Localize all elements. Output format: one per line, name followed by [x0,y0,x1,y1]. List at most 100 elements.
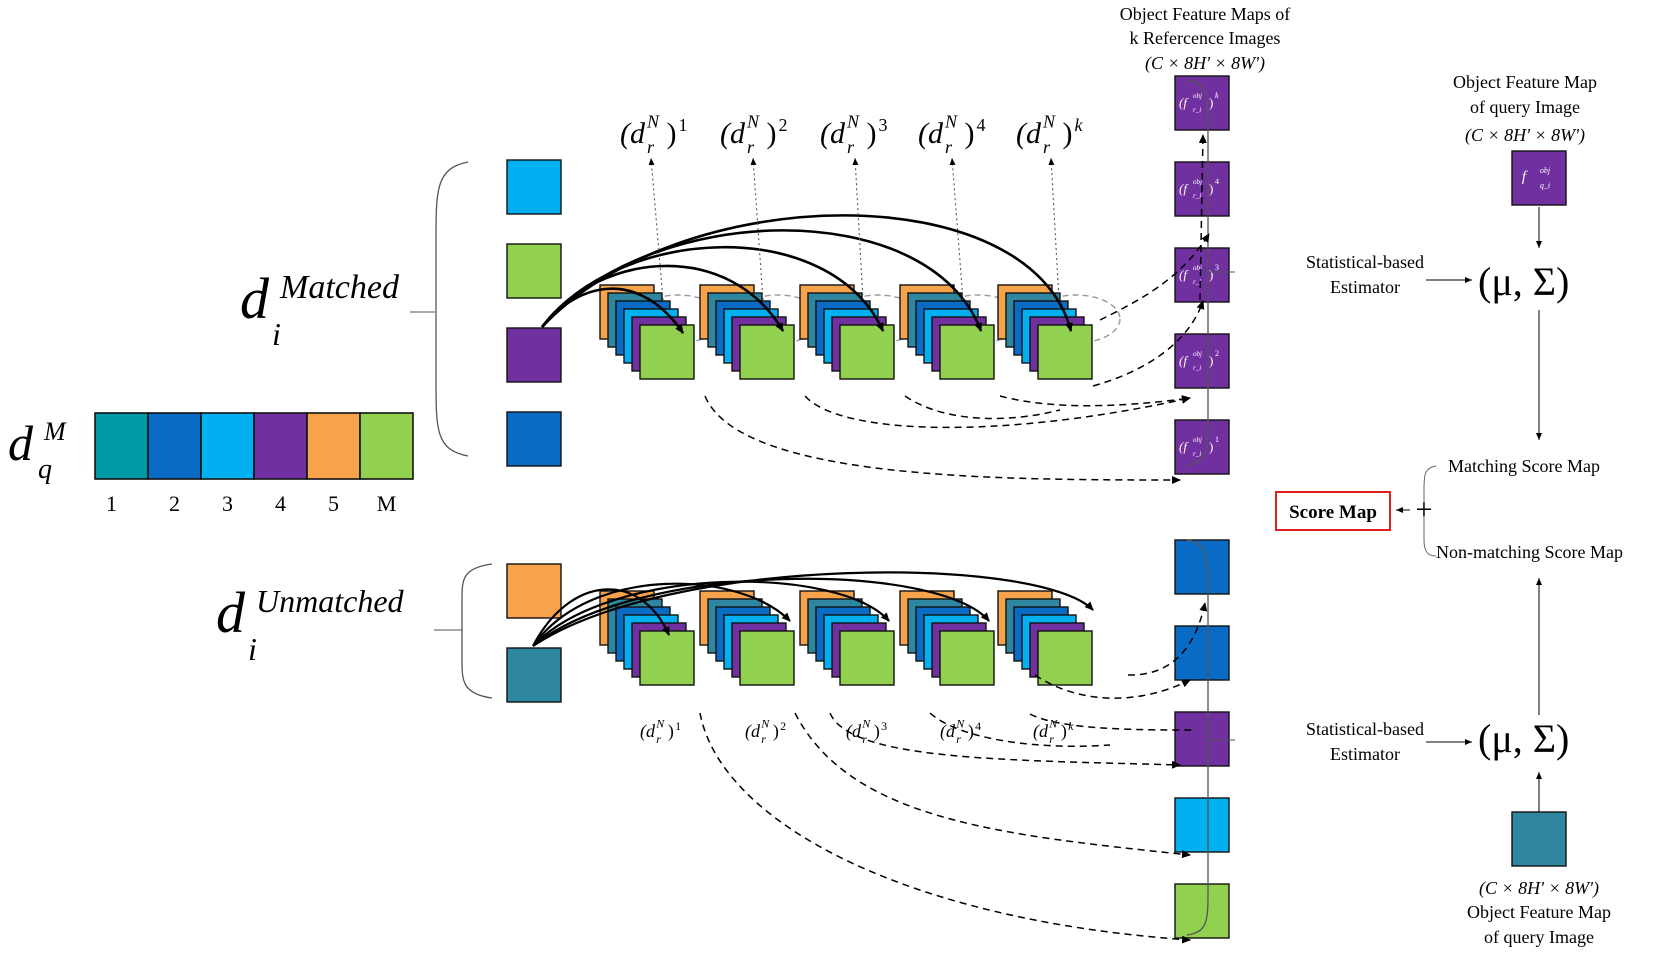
svg-text:4: 4 [975,719,981,733]
query-bar-cell [359,412,414,480]
estimator-top: Statistical-based Estimator [1306,252,1424,297]
svg-text:r: r [862,732,867,746]
svg-text:(d: (d [1033,721,1049,742]
query-bottom: (C × 8H' × 8W') Object Feature Map of qu… [1467,811,1611,947]
stack-layer [839,630,895,686]
feature-stack [699,284,823,380]
reference-feature-cell [1174,711,1230,767]
svg-text:r: r [945,137,953,157]
query-bar-cell-label: M [377,491,397,516]
svg-text:r_i: r_i [1193,364,1201,372]
svg-text:): ) [1209,181,1213,196]
svg-text:): ) [965,117,975,150]
feature-stack [799,284,923,380]
stack-layer [639,324,695,380]
svg-text:obj: obj [1193,350,1202,358]
query-bar-cell-label: 5 [328,491,339,516]
svg-text:4: 4 [977,115,986,135]
stack-layer [1037,630,1093,686]
feature-stack [899,590,995,686]
matched-symbol-sub: i [272,316,281,352]
descriptor-cell [506,243,562,299]
reference-feature-cell [1174,625,1230,681]
nonmatching-score-label: Non-matching Score Map [1436,542,1623,562]
svg-text:r_i: r_i [1193,450,1201,458]
reference-header-line2: k Refercence Images [1130,28,1281,48]
query-bar-cell [94,412,149,480]
reference-header: Object Feature Maps of k Refercence Imag… [1120,4,1290,74]
svg-text:N: N [760,717,770,731]
svg-text:(d: (d [620,117,646,150]
svg-text:r_i: r_i [1193,192,1201,200]
query-bar-cell-label: 4 [275,491,286,516]
svg-text:(f: (f [1179,439,1189,454]
matched-dotted-arrows [648,157,1060,301]
svg-text:(d: (d [940,721,956,742]
descriptor-cell [506,563,562,619]
svg-text:N: N [646,111,660,131]
feature-stack [997,590,1093,686]
unmatched-brace [461,563,493,699]
svg-text:): ) [867,117,877,150]
estimator-bottom: Statistical-based Estimator [1306,719,1424,764]
unmatched-solid-arrows [532,571,1094,647]
unmatched-column [506,563,562,703]
svg-text:obj: obj [1193,92,1202,100]
query-top-feature-map [1511,150,1567,206]
reference-feature-cell [1174,883,1230,939]
query-bar-cell-label: 1 [106,491,117,516]
svg-text:obj: obj [1193,178,1202,186]
svg-text:): ) [1063,117,1073,150]
query-bar-cell [253,412,308,480]
params-bottom: (μ, Σ) [1478,716,1569,761]
svg-text:): ) [667,117,677,150]
svg-text:): ) [968,721,974,742]
plus-sign: + [1416,493,1433,526]
reference-feature-cell [1174,419,1230,475]
feature-stack [899,284,1023,380]
svg-text:obj: obj [1193,264,1202,272]
query-top-line1: Object Feature Map [1453,72,1597,92]
unmatched-dashed-arrows [699,602,1208,944]
score-map-label: Score Map [1289,502,1377,523]
query-symbol-sub: q [38,454,52,485]
query-top-dims: (C × 8H' × 8W') [1465,125,1585,146]
svg-text:): ) [767,117,777,150]
query-bar-cell [200,412,255,480]
matching-score-label: Matching Score Map [1448,456,1600,476]
descriptor-cell [506,411,562,467]
stack-layer [939,630,995,686]
matched-column [506,159,562,467]
svg-text:(d: (d [640,721,656,742]
estimator-bottom-line2: Estimator [1330,744,1400,764]
query-bottom-line1: Object Feature Map [1467,902,1611,922]
svg-text:(f: (f [1179,181,1189,196]
svg-text:): ) [1209,267,1213,282]
svg-text:r: r [1043,137,1051,157]
svg-text:r_i: r_i [1193,106,1201,114]
query-bottom-line2: of query Image [1484,927,1594,947]
estimator-bottom-line1: Statistical-based [1306,719,1424,739]
svg-text:(f: (f [1179,267,1189,282]
query-top-cell-sup: obj [1540,166,1551,175]
svg-text:(d: (d [820,117,846,150]
svg-text:): ) [773,721,779,742]
matched-symbol: d [240,266,270,331]
unmatched-stacks [599,590,1093,686]
query-bar-cell-label: 2 [169,491,180,516]
unmatched-symbol-sup: Unmatched [256,583,405,619]
svg-text:(d: (d [1016,117,1042,150]
svg-text:N: N [1048,717,1058,731]
estimator-top-line2: Estimator [1330,277,1400,297]
reference-feature-cell [1174,797,1230,853]
